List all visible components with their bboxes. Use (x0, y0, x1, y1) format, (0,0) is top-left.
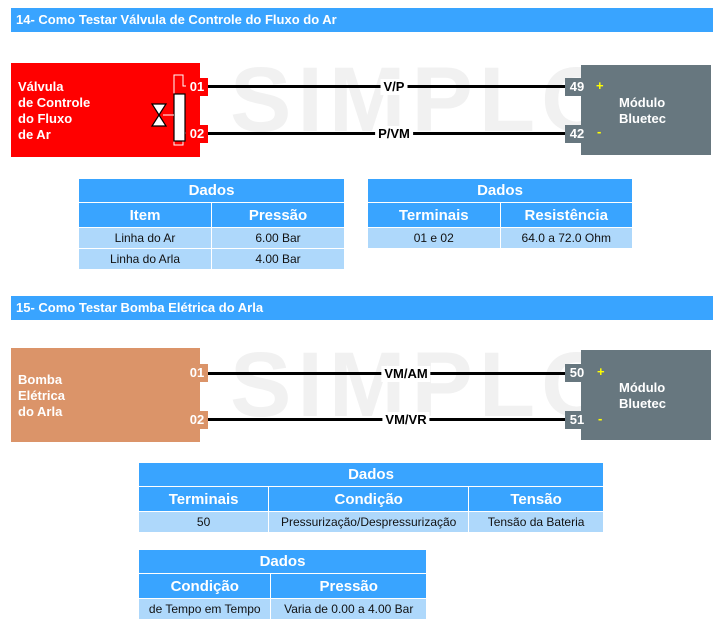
column-header: Pressão (211, 202, 345, 228)
component-label-line: de Controle (18, 95, 91, 110)
module-pin-49: 49 (565, 78, 589, 96)
component-label-line: Elétrica (18, 388, 65, 403)
table-caption: Dados (367, 178, 633, 203)
table-cell: Tensão da Bateria (468, 511, 604, 533)
column-header: Terminais (367, 202, 501, 228)
table-caption: Dados (78, 178, 345, 203)
component-label-line: do Fluxo (18, 111, 73, 126)
module-label-line: Bluetec (619, 396, 666, 411)
table-row: de Tempo em Tempo Varia de 0.00 a 4.00 B… (137, 598, 427, 620)
watermark: SIMPLO (230, 49, 619, 151)
table-cell: 01 e 02 (367, 227, 501, 249)
wire-label: VM/VR (382, 412, 430, 428)
column-header: Pressão (270, 573, 427, 599)
table-cell: 6.00 Bar (211, 227, 345, 249)
table-row: Linha do Ar 6.00 Bar (78, 227, 345, 249)
module-pin-42: 42 (565, 125, 589, 143)
component-label-line: de Ar (18, 127, 51, 142)
column-header: Item (78, 202, 212, 228)
table-cell: 50 (137, 511, 270, 533)
pressure-table: Dados Item Pressão Linha do Ar 6.00 Bar … (78, 178, 345, 270)
table-row: 01 e 02 64.0 a 72.0 Ohm (367, 227, 633, 249)
column-header: Resistência (499, 202, 633, 228)
component-label-line: do Arla (18, 404, 63, 419)
section-14-title: 14- Como Testar Válvula de Controle do F… (11, 8, 713, 32)
polarity-plus: + (597, 364, 605, 379)
polarity-minus: - (598, 411, 603, 426)
bluetec-module: Módulo Bluetec (581, 350, 711, 440)
polarity-minus: - (597, 124, 602, 139)
valve-component: Válvula de Controle do Fluxo de Ar (11, 63, 200, 157)
table-cell: 4.00 Bar (211, 248, 345, 270)
table-cell: Linha do Ar (78, 227, 212, 249)
resistance-table: Dados Terminais Resistência 01 e 02 64.0… (367, 178, 633, 249)
column-header: Condição (268, 486, 470, 512)
column-header: Terminais (137, 486, 270, 512)
table-cell: Varia de 0.00 a 4.00 Bar (270, 598, 427, 620)
table-row: 50 Pressurização/Despressurização Tensão… (137, 511, 604, 533)
wire-label: VM/AM (381, 366, 431, 382)
polarity-plus: + (596, 78, 604, 93)
column-header: Tensão (468, 486, 604, 512)
wire-label: V/P (380, 79, 408, 95)
table-cell: de Tempo em Tempo (137, 598, 272, 620)
wire-label: P/VM (375, 126, 413, 142)
column-header: Condição (137, 573, 272, 599)
table-caption: Dados (138, 549, 427, 574)
table-cell: 64.0 a 72.0 Ohm (499, 227, 633, 249)
module-pin-50: 50 (565, 364, 589, 382)
bluetec-module: Módulo Bluetec (581, 65, 711, 155)
section-15-title: 15- Como Testar Bomba Elétrica do Arla (11, 296, 713, 320)
pin-02: 02 (186, 125, 208, 143)
pin-02: 02 (186, 411, 208, 429)
table-caption: Dados (138, 462, 604, 487)
pin-01: 01 (186, 364, 208, 382)
component-label-line: Bomba (18, 372, 63, 387)
table-cell: Pressurização/Despressurização (268, 511, 470, 533)
pump-component: Bomba Elétrica do Arla (11, 348, 200, 442)
table-cell: Linha do Arla (78, 248, 212, 270)
module-label-line: Bluetec (619, 111, 666, 126)
condition-table: Dados Condição Pressão de Tempo em Tempo… (137, 549, 427, 620)
module-label-line: Módulo (619, 380, 666, 395)
component-label-line: Válvula (18, 79, 64, 94)
valve-symbol-icon (150, 74, 191, 146)
voltage-table: Dados Terminais Condição Tensão 50 Press… (137, 462, 604, 533)
module-pin-51: 51 (565, 411, 589, 429)
pin-01: 01 (186, 78, 208, 96)
table-row: Linha do Arla 4.00 Bar (78, 248, 345, 270)
module-label-line: Módulo (619, 95, 666, 110)
